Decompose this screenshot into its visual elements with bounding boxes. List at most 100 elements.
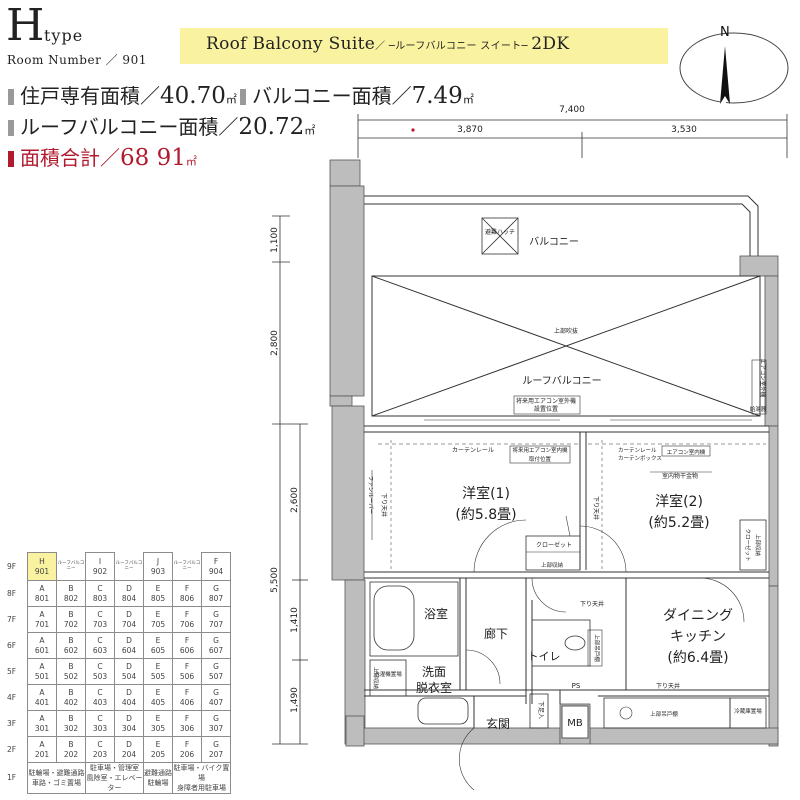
unit-number: 702 <box>63 619 79 629</box>
unit-number: 705 <box>150 619 166 629</box>
unit-number: 805 <box>150 593 166 603</box>
dim-top-total: 7,400 <box>559 105 585 115</box>
unit-type: F <box>184 687 190 697</box>
unit-number: 301 <box>34 723 50 733</box>
unit-number: 605 <box>150 645 166 655</box>
unit-number: 703 <box>92 619 108 629</box>
unit-type: E <box>155 661 161 671</box>
ground-note: 駐輪場・避難通路 <box>28 769 85 777</box>
unit-type: F <box>184 635 190 645</box>
bullet-bar <box>8 120 14 136</box>
total-area-label: 面積合計／ <box>20 146 120 170</box>
balcony-label: バルコニー <box>529 236 579 248</box>
bullet-bar <box>8 89 14 105</box>
mb-box <box>561 705 589 739</box>
unit-type: C <box>97 661 103 671</box>
unit-type: A <box>39 609 45 619</box>
unit-type: H <box>39 556 45 566</box>
unit-number: 706 <box>179 619 195 629</box>
unit-number: 307 <box>208 723 224 733</box>
lower-ceiling-left: 下り天井 <box>380 493 388 517</box>
unit-number: 503 <box>92 671 108 681</box>
unit-type: G <box>213 687 219 697</box>
unit-number: 603 <box>92 645 108 655</box>
room1-size: (約5.8畳) <box>455 507 516 523</box>
unit-type: B <box>68 687 74 697</box>
washer-label: 洗濯機置場 <box>374 670 402 678</box>
roof-balcony-label: ルーフバルコニー <box>522 375 601 387</box>
laundry-hardware-label: 室内物干金物 <box>662 472 698 480</box>
unit-type: E <box>155 609 161 619</box>
unit-type: D <box>126 713 132 723</box>
floor-label: 3F <box>7 718 17 728</box>
unit-type: B <box>68 609 74 619</box>
door-swings <box>458 519 745 791</box>
roof-note: ルーフバルコニー <box>173 561 201 572</box>
red-marker <box>411 128 415 132</box>
indoor-unit-box <box>509 445 571 464</box>
suite-separator: ／ <box>375 41 386 52</box>
dim-left-5: 1,490 <box>290 687 300 713</box>
unit-number: 504 <box>121 671 137 681</box>
dim-left-1: 1,100 <box>270 227 280 253</box>
ground-note: 駐車場・管理室 <box>90 764 139 772</box>
unit-type: A <box>39 583 45 593</box>
bullet-bar <box>240 89 246 105</box>
unit-type: B <box>68 713 74 723</box>
